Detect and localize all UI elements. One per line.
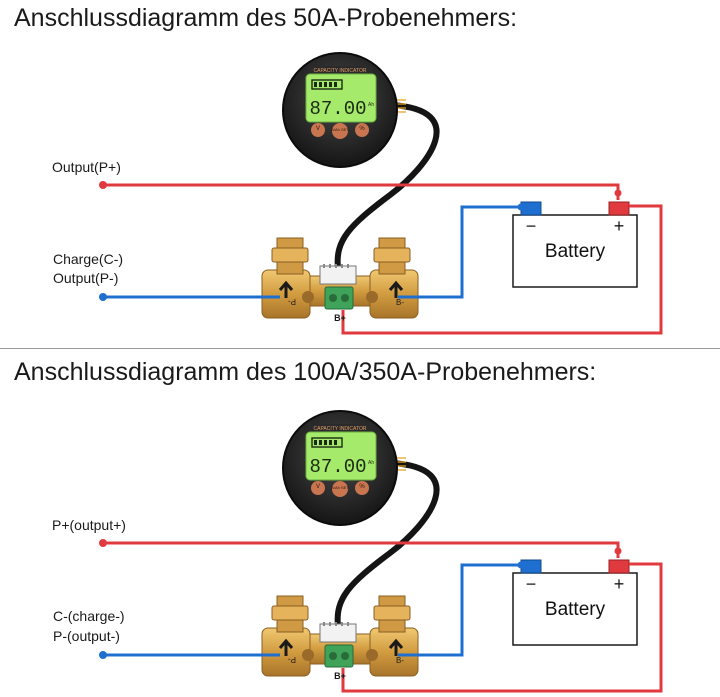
button-set-1: A/Ah SET [331,127,349,132]
label-output-negative-1: Output(P-) [53,270,119,286]
display-header-2: CAPACITY INDICATOR [314,426,367,432]
positive-terminal-dot-1 [99,181,107,189]
label-output-negative-2: P-(output-) [53,628,120,644]
battery-minus-2: − [526,574,537,594]
shunt-p-label-2: P- [288,655,296,664]
battery-positive-wire-2 [341,562,663,693]
button-v-1: V [316,126,320,132]
battery-label-2: Battery [545,599,606,620]
diagram-title-50a: Anschlussdiagramm des 50A-Probenehmers: [14,4,518,32]
battery-minus-1: − [526,216,537,236]
shunt-b-label-1: B- [396,298,404,307]
button-percent-2: % [359,484,365,490]
shunt-b-label-2: B- [396,656,404,665]
positive-terminal-dot-2 [99,539,107,547]
diagram-2-wiring [99,411,663,693]
battery-plus-1: + [614,216,625,236]
label-charge-negative-2: C-(charge-) [53,608,125,624]
battery-plus-2: + [614,574,625,594]
display-unit-2: Ah [368,460,374,466]
diagram-1-wiring [99,53,663,335]
positive-wire-1 [103,183,620,200]
diagram-title-100a: Anschlussdiagramm des 100A/350A-Probeneh… [14,358,597,386]
display-value-1: 87.00 [309,98,366,120]
battery-label-1: Battery [545,241,606,262]
battery-negative-wire-2 [398,563,521,657]
display-header-1: CAPACITY INDICATOR [314,68,367,74]
negative-terminal-dot-2 [99,651,107,659]
label-output-positive-1: Output(P+) [52,159,121,175]
button-v-2: V [316,484,320,490]
negative-terminal-dot-1 [99,293,107,301]
display-unit-1: Ah [368,102,374,108]
positive-wire-2 [103,541,620,558]
button-set-2: A/Ah SET [331,485,349,490]
button-percent-1: % [359,126,365,132]
label-output-positive-2: P+(output+) [52,517,126,533]
shunt-bplus-label-1: B+ [334,313,346,323]
shunt-p-label-1: P- [288,297,296,306]
display-value-2: 87.00 [309,456,366,478]
battery-positive-wire-1 [341,204,663,335]
battery-negative-wire-1 [398,205,521,299]
section-divider [0,348,720,349]
label-charge-negative-1: Charge(C-) [53,251,124,267]
shunt-bplus-label-2: B+ [334,671,346,681]
